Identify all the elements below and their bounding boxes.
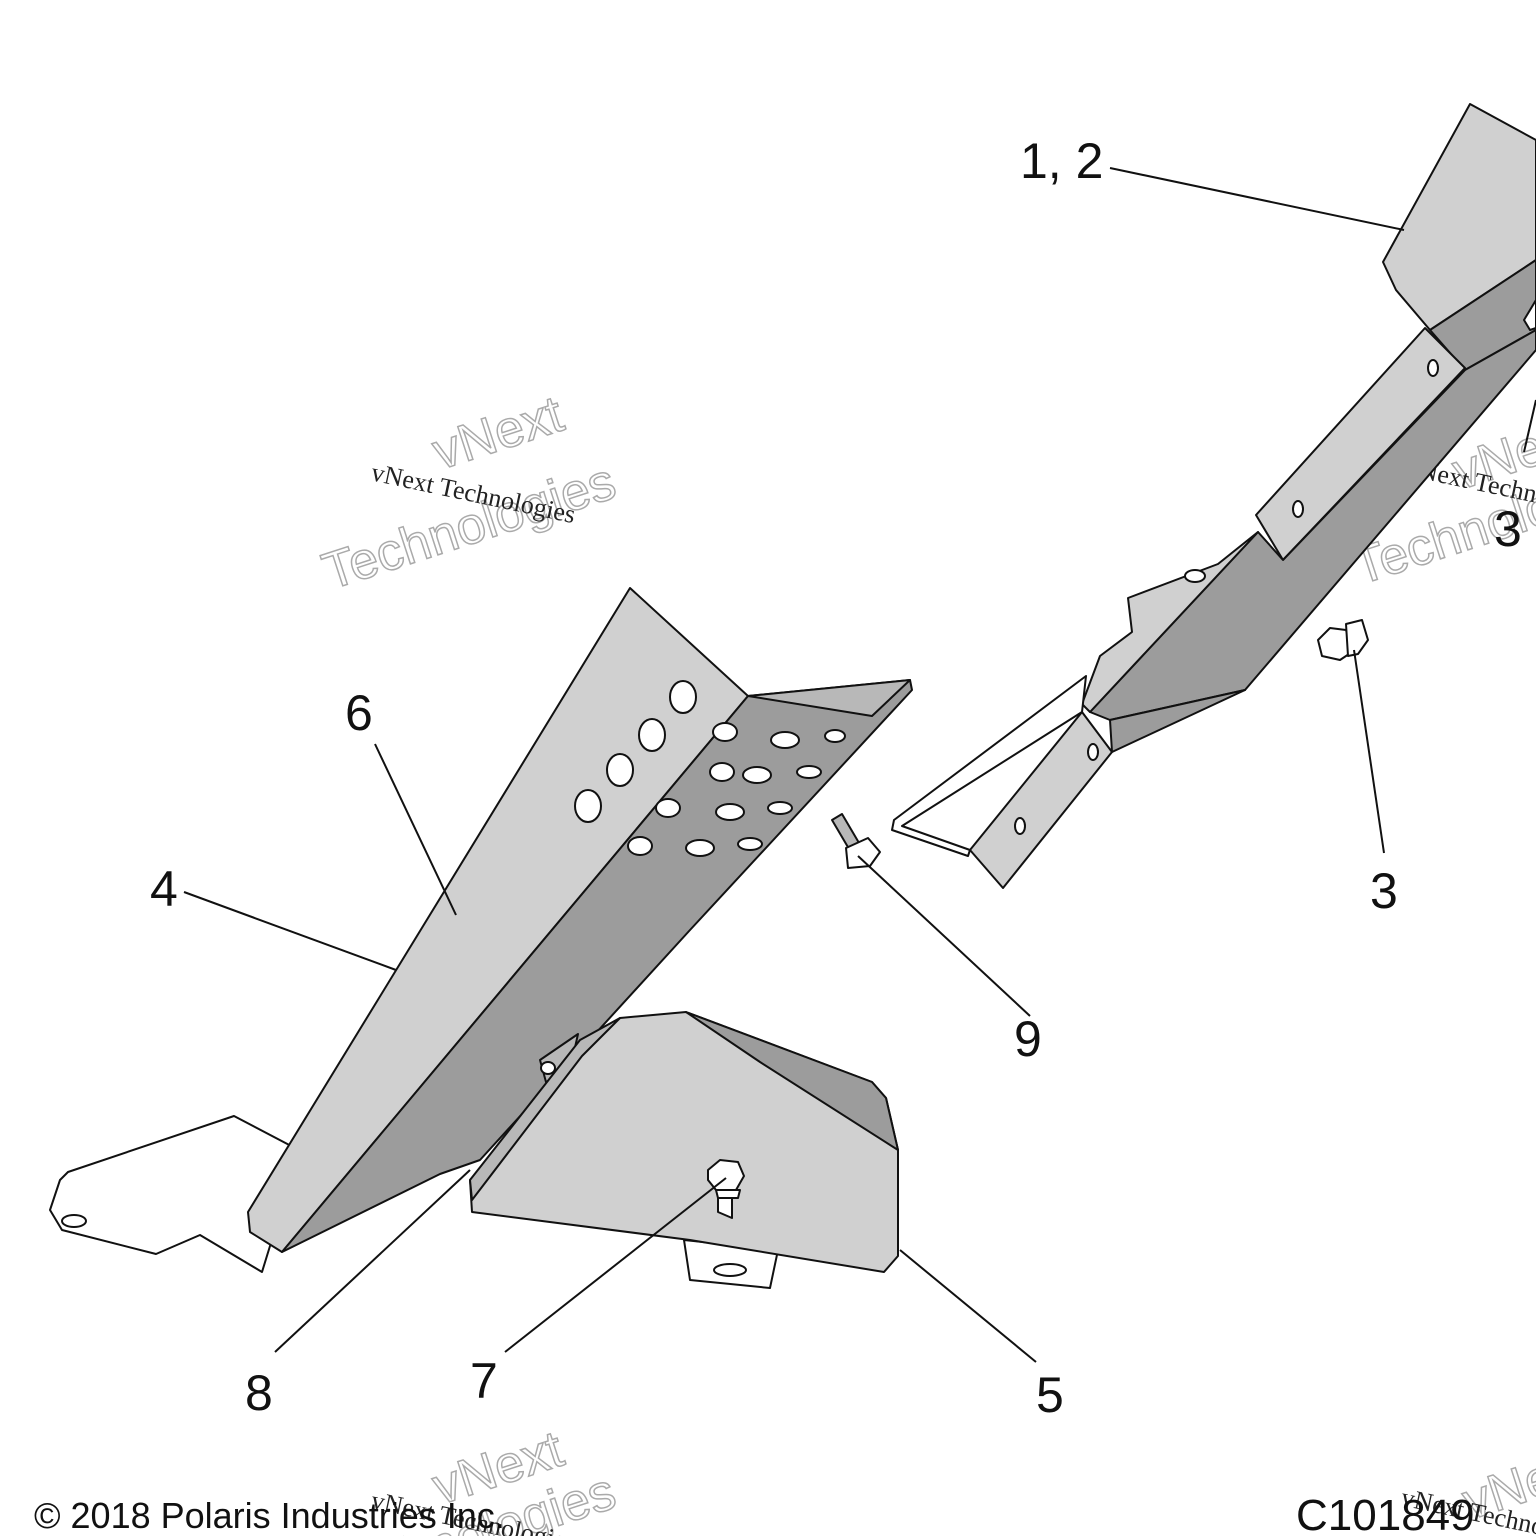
callout-1-2: 1, 2: [1020, 133, 1103, 189]
drawing-code: C101849: [1296, 1491, 1475, 1536]
leader-9: [857, 855, 1031, 1017]
part-5-lower-shield: [469, 1011, 899, 1289]
leader-3: [1353, 649, 1385, 854]
part-9-push-rivet: [831, 813, 881, 869]
watermark-large-line1: vNext: [426, 385, 571, 481]
copyright-text: © 2018 Polaris Industries Inc.: [34, 1495, 505, 1536]
callout-5: 5: [1036, 1367, 1064, 1423]
leader-5: [899, 1249, 1037, 1363]
callout-3-right: 3: [1494, 501, 1522, 557]
leader-3-right: [1523, 399, 1536, 453]
callout-4: 4: [150, 861, 178, 917]
callout-7: 7: [470, 1353, 498, 1409]
leader-4: [183, 891, 397, 971]
callout-9: 9: [1014, 1011, 1042, 1067]
leader-6: [374, 743, 457, 916]
watermark-center: vNext Technologies vNext Technologies: [315, 384, 623, 602]
leader-1-2: [1109, 167, 1405, 231]
leader-7: [504, 1177, 727, 1353]
callout-8: 8: [245, 1365, 273, 1421]
leader-8: [274, 1169, 471, 1353]
part-1-2-heat-shield: [891, 103, 1536, 889]
callout-3: 3: [1370, 863, 1398, 919]
part-3-push-rivet: [1317, 619, 1369, 661]
watermark-large-line2: Technologies: [316, 452, 623, 601]
part-7-bolt: [707, 1159, 745, 1219]
part-4-6-heat-shield: [49, 587, 913, 1273]
callout-6: 6: [345, 685, 373, 741]
